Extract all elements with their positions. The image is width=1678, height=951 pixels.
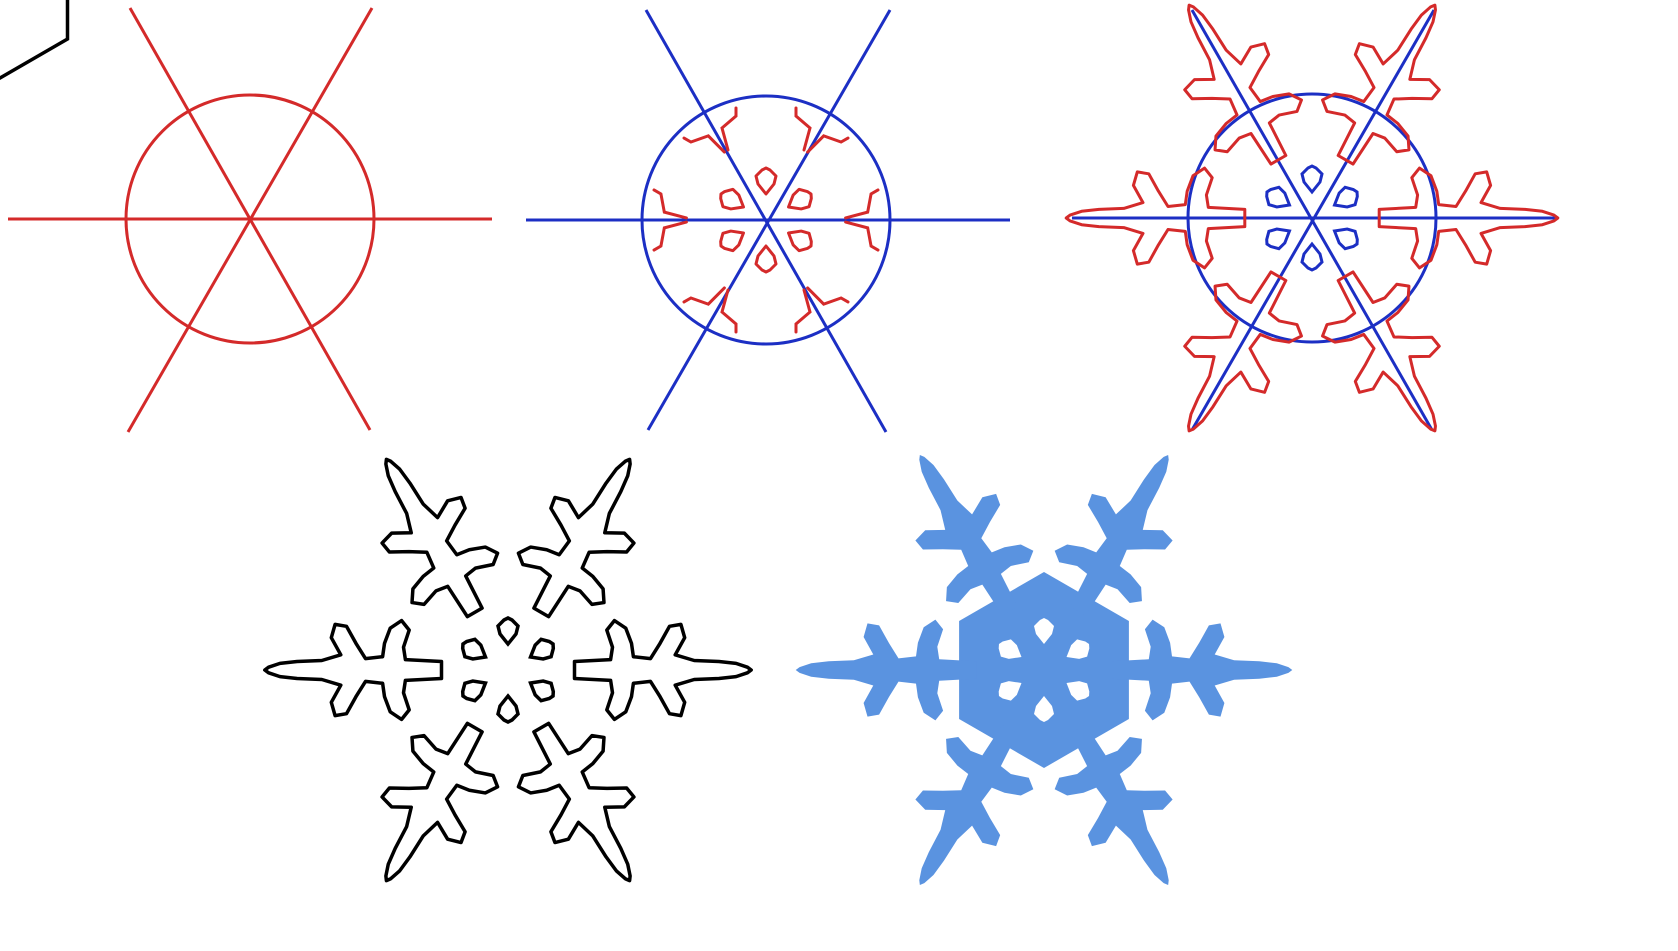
- step-1-guidelines: [8, 8, 492, 432]
- inner-cutout: [716, 224, 749, 254]
- branch-outline: [344, 435, 518, 637]
- inner-cutout: [756, 246, 776, 272]
- inner-branch-stub: [722, 290, 810, 332]
- outline-branch-6: [474, 435, 672, 680]
- outer-branch-3: [1146, 208, 1347, 456]
- inner-branch-stub: [722, 108, 810, 150]
- inner-cutout: [1262, 183, 1295, 213]
- inner-detail: [1330, 183, 1363, 213]
- branch-outline: [1302, 0, 1478, 185]
- inner-cutout: [526, 635, 559, 665]
- branch-outline: [575, 621, 752, 720]
- inner-detail: [1262, 183, 1295, 213]
- filled-branch-4: [796, 620, 976, 721]
- inner-detail: [458, 635, 491, 665]
- step-4-final-outline: [0, 0, 751, 905]
- inner-detail: [498, 696, 518, 722]
- outline-branch-1: [526, 621, 752, 720]
- branch-outline: [1146, 0, 1322, 185]
- inner-cutout: [498, 618, 518, 644]
- branch-outline: [498, 435, 672, 637]
- inner-cutout: [1330, 183, 1363, 213]
- inner-detail: [498, 618, 518, 644]
- inner-branch-stub: [647, 126, 727, 223]
- inner-branch-stub: [805, 217, 885, 314]
- inner-detail: [1302, 166, 1322, 192]
- inner-cutout: [1302, 166, 1322, 192]
- inner-detail: [526, 635, 559, 665]
- inner-cutout: [1262, 222, 1295, 252]
- inner-detail: [526, 674, 559, 704]
- inner-cutout: [458, 635, 491, 665]
- branch-outline: [1302, 251, 1478, 456]
- branch-outline: [1146, 251, 1322, 456]
- inner-detail: [1302, 244, 1322, 270]
- hexagon-body-outline: [0, 0, 68, 78]
- hexagon-body: [959, 572, 1129, 768]
- inner-detail: [1330, 222, 1363, 252]
- branch-fill: [1112, 620, 1292, 721]
- step-2-inner-details: [526, 10, 1010, 432]
- inner-cutout: [784, 224, 817, 254]
- outer-branch-2: [1278, 208, 1479, 456]
- inner-branch-stub: [805, 126, 885, 223]
- filled-branch-1: [1112, 620, 1292, 721]
- inner-cutout: [756, 168, 776, 194]
- inner-branch-stub: [647, 217, 727, 314]
- inner-cutout: [526, 674, 559, 704]
- inner-detail: [458, 674, 491, 704]
- step-3-outer-branches: [1066, 0, 1558, 456]
- inner-detail-4: [722, 108, 810, 194]
- outline-branch-5: [344, 435, 542, 680]
- branch-fill: [796, 620, 976, 721]
- inner-detail: [1262, 222, 1295, 252]
- inner-cutout: [1330, 222, 1363, 252]
- branch-outline: [498, 703, 672, 905]
- inner-cutout: [498, 696, 518, 722]
- inner-cutout: [784, 185, 817, 215]
- outline-branch-2: [474, 660, 672, 905]
- branch-outline: [265, 621, 442, 720]
- outline-branch-3: [344, 660, 542, 905]
- outline-branch-4: [265, 621, 491, 720]
- inner-cutout: [1302, 244, 1322, 270]
- inner-cutout: [458, 674, 491, 704]
- inner-detail-1: [722, 246, 810, 332]
- branch-outline: [344, 703, 518, 905]
- step-5-colored-snowflake: [796, 430, 1293, 910]
- inner-cutout: [716, 185, 749, 215]
